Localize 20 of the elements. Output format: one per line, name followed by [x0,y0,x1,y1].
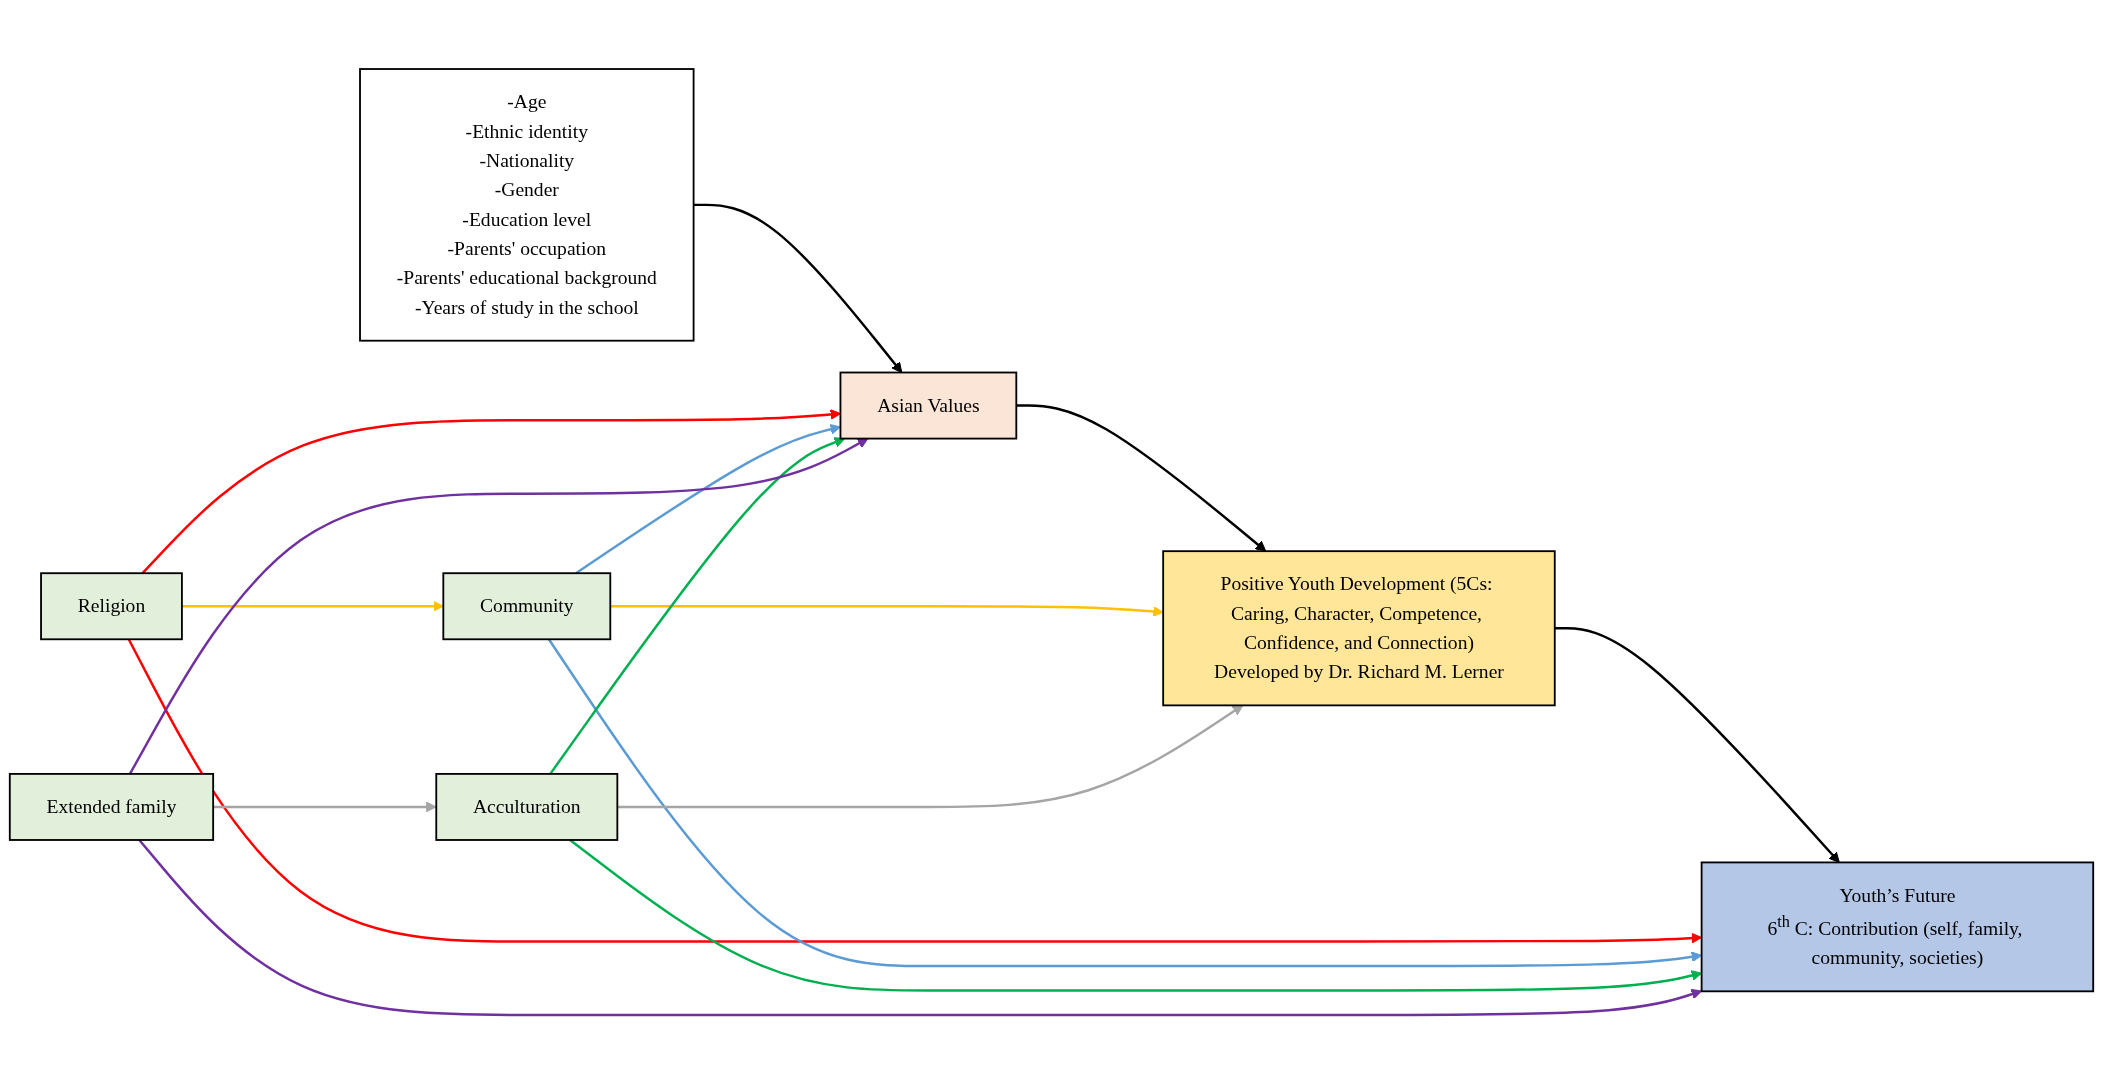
arrow [128,438,869,775]
node-box: -Age -Ethnic identity -Nationality -Gender -Education level -Parents' occupation -Parents' educational background -Years of study in the school [359,68,695,342]
arrow [138,839,1703,1017]
arrow [610,605,1164,617]
arrow [575,423,841,575]
node-box: Community [442,572,612,641]
node-box: Extended family [8,773,215,841]
node-box: Positive Youth Development (5Cs: Caring, Character, Competence, Confidence, and Connection) Developed by Dr. Richard M. Lerner [1162,550,1556,707]
arrow [1016,404,1267,552]
node-box: Religion [40,572,183,641]
node-box: Acculturation [435,773,619,841]
arrow [693,203,903,373]
arrow [549,437,846,775]
node-box: Youth’s Future 6$^{th}$ C: Contribution (self, family, community, societies) [1700,861,2095,993]
arrow [141,409,841,575]
arrow [617,704,1244,809]
arrow [181,600,444,612]
arrow [213,801,437,813]
arrow [1554,627,1840,863]
node-box: Asian Values [839,371,1018,440]
